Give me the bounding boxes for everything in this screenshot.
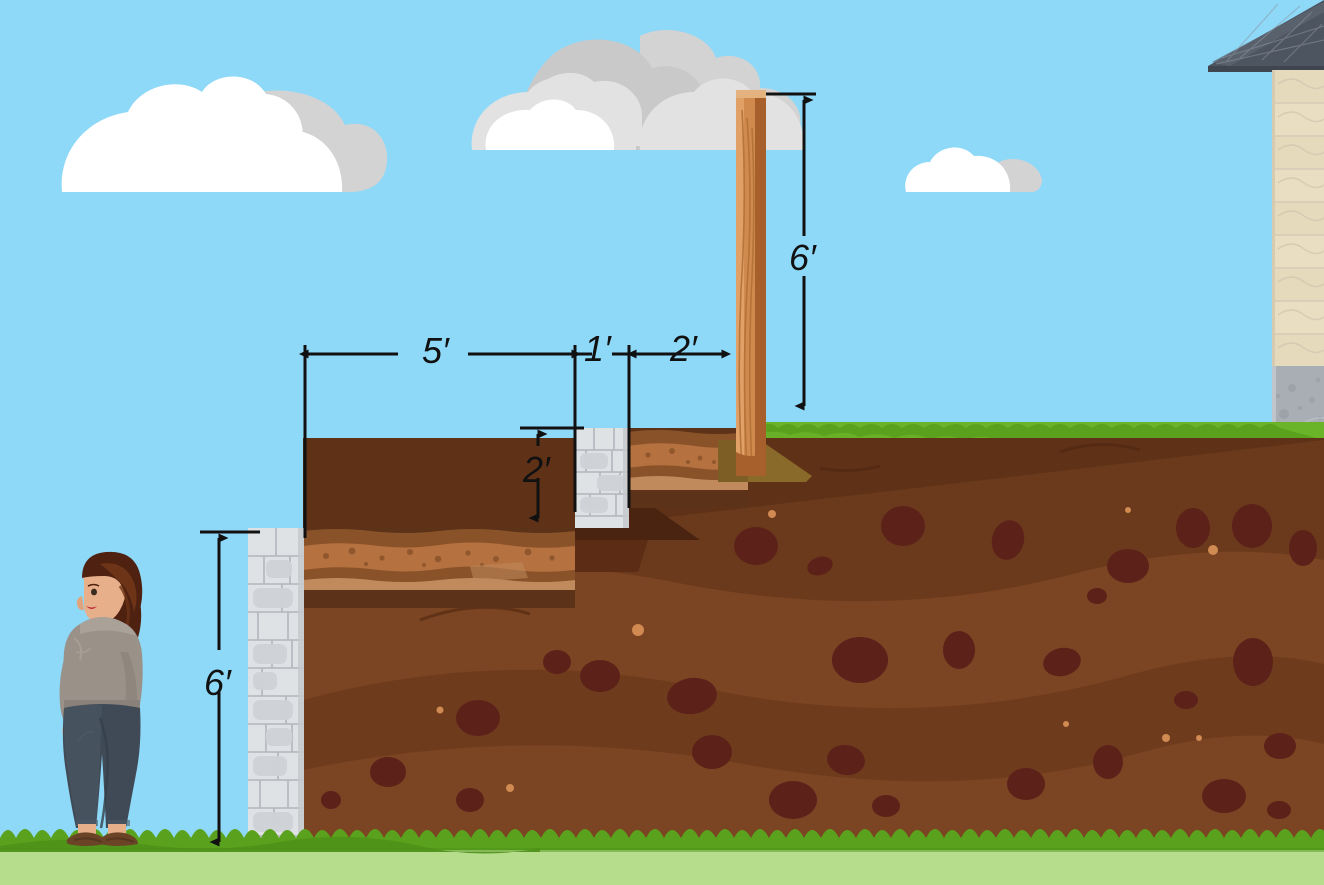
lawn-light-strip <box>0 848 1324 885</box>
dim-label-2ft-tier: 2′ <box>523 449 550 490</box>
upper-stone-wall <box>575 428 629 528</box>
wooden-fence-post <box>736 90 766 476</box>
woman-sweater <box>59 617 143 726</box>
right-grade-grass <box>760 422 1324 450</box>
dim-label-5ft: 5′ <box>422 330 449 371</box>
cloud-left <box>61 76 388 192</box>
soil-specks <box>436 507 1218 850</box>
cloud-right <box>905 147 1042 192</box>
woman-shoes <box>66 832 138 846</box>
soil-rocks <box>321 504 1317 819</box>
main-soil-mass <box>303 438 1324 850</box>
dim-label-1ft: 1′ <box>584 328 611 369</box>
house-siding <box>1272 70 1324 366</box>
house-roof <box>1208 0 1324 72</box>
lawn-edge <box>0 848 1324 852</box>
lawn-shadow-band <box>0 836 540 854</box>
lower-tier-topsoil <box>303 528 575 608</box>
lower-stone-wall <box>248 528 304 850</box>
dim-label-6ft-wall: 6′ <box>204 662 231 703</box>
dim-label-2ft-setback: 2′ <box>670 328 697 369</box>
dim-label-6ft-post: 6′ <box>789 237 816 278</box>
woman-jeans <box>62 704 141 829</box>
